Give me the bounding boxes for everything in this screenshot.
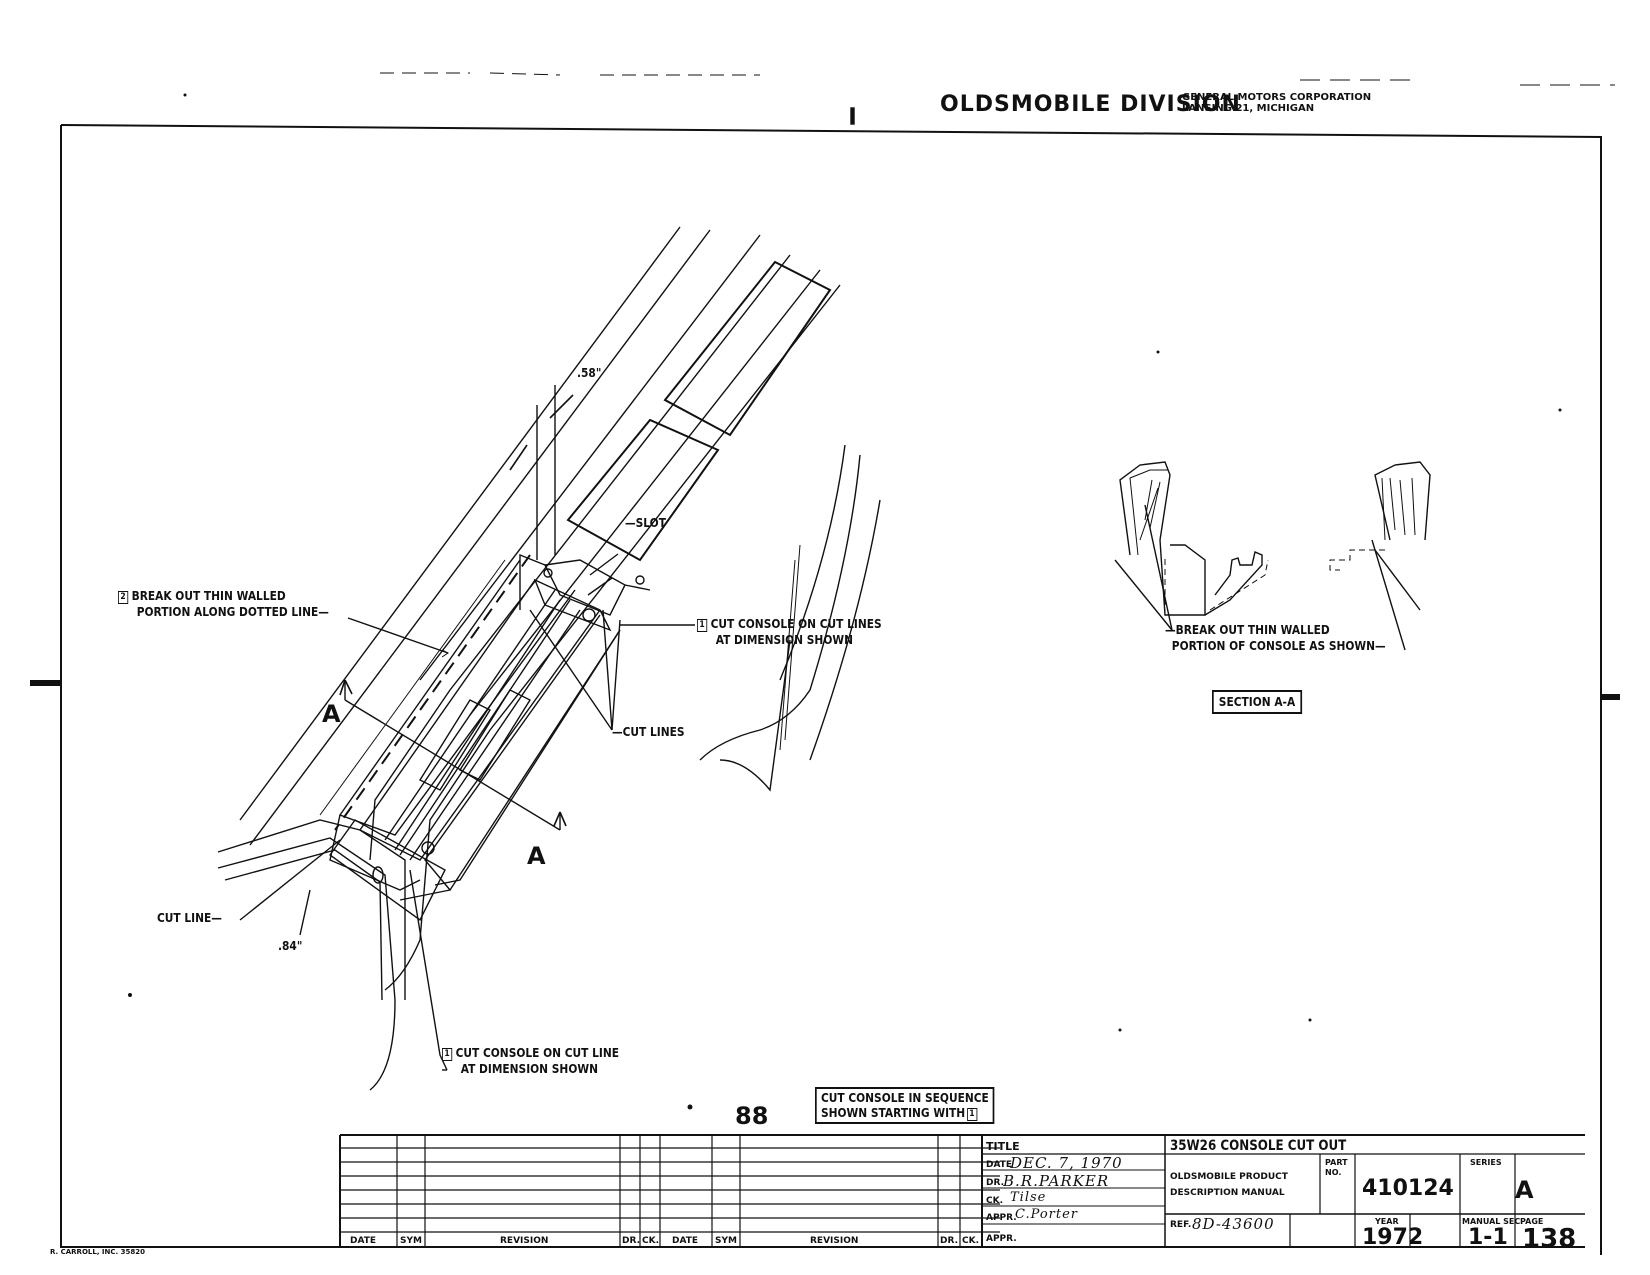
rev-header-ck-left: CK.	[642, 1236, 659, 1246]
rev-header-dr-left: DR.	[622, 1236, 640, 1246]
approved-by: C.Porter	[1015, 1207, 1079, 1222]
manual-sec-label: MANUAL SEC.	[1462, 1217, 1524, 1226]
part-label-2: NO.	[1325, 1168, 1342, 1177]
dimension-58: .58"	[577, 365, 602, 380]
page-number: 138	[1522, 1224, 1577, 1254]
cut-lines-label: —CUT LINES	[612, 724, 685, 739]
cut-lines-text: CUT LINES	[622, 724, 685, 739]
part-label-1: PART	[1325, 1158, 1348, 1167]
manual-line-1: OLDSMOBILE PRODUCT	[1170, 1172, 1288, 1182]
rev-header-dr-right: DR.	[940, 1236, 958, 1246]
part-number: 410124	[1362, 1176, 1454, 1201]
manual-sec-value: 1-1	[1468, 1225, 1508, 1250]
sequence-note: CUT CONSOLE IN SEQUENCE SHOWN STARTING W…	[815, 1087, 995, 1124]
step-number-1: 1	[697, 619, 708, 632]
sequence-line-2: SHOWN STARTING WITH	[820, 1105, 966, 1120]
page-label: PAGE	[1520, 1217, 1544, 1226]
drawing-date: DEC. 7, 1970	[1010, 1154, 1123, 1172]
cut-line-label: CUT LINE—	[157, 910, 222, 925]
rev-header-date-right: DATE	[672, 1236, 699, 1246]
cut-line-dim-line-2: AT DIMENSION SHOWN	[460, 1061, 598, 1076]
section-break-callout: —BREAK OUT THIN WALLED PORTION OF CONSOL…	[1165, 622, 1386, 653]
cut-line-dim-line-1: CUT CONSOLE ON CUT LINE	[455, 1045, 619, 1060]
drawn-by: B.R.PARKER	[1003, 1172, 1110, 1190]
checked-by: Tilse	[1010, 1190, 1047, 1205]
slot-text: SLOT	[635, 515, 666, 530]
section-marker-a-top: A	[322, 700, 341, 728]
step-number-2: 2	[118, 591, 129, 604]
approved-by-2-label: APPR.	[986, 1234, 1017, 1244]
slot-label: —SLOT	[625, 515, 666, 530]
step-number-1c: 1	[966, 1108, 978, 1121]
date-label: DATE	[986, 1160, 1013, 1170]
section-break-line-2: PORTION OF CONSOLE AS SHOWN	[1171, 638, 1376, 653]
approved-by-label: APPR.	[986, 1213, 1017, 1223]
break-out-line-1: BREAK OUT THIN WALLED	[131, 588, 286, 603]
cut-lines-dim-line-1: CUT CONSOLE ON CUT LINES	[710, 616, 882, 631]
ref-label: REF.	[1170, 1220, 1192, 1230]
rev-header-sym-left: SYM	[400, 1236, 422, 1246]
corp-address: GENERAL MOTORS CORPORATION LANSING 21, M…	[1182, 92, 1371, 114]
year-label: YEAR	[1375, 1217, 1399, 1226]
break-out-line-2: PORTION ALONG DOTTED LINE	[136, 604, 319, 619]
checked-by-label: CK.	[986, 1196, 1003, 1206]
rev-header-sym-right: SYM	[715, 1236, 737, 1246]
corp-city: LANSING 21, MICHIGAN	[1182, 103, 1315, 114]
series-label: SERIES	[1470, 1158, 1502, 1167]
ref-number: 8D-43600	[1192, 1215, 1275, 1233]
cut-lines-dim-line-2: AT DIMENSION SHOWN	[715, 632, 853, 647]
corp-name: GENERAL MOTORS CORPORATION	[1182, 92, 1372, 103]
drawing-title: 35W26 CONSOLE CUT OUT	[1170, 1138, 1347, 1154]
year-value: 1972	[1362, 1225, 1424, 1250]
dimension-84: .84"	[278, 938, 303, 953]
manual-line-2: DESCRIPTION MANUAL	[1170, 1188, 1285, 1198]
series-value: A	[1515, 1176, 1534, 1204]
drawn-by-label: DR.	[986, 1178, 1004, 1188]
sequence-line-1: CUT CONSOLE IN SEQUENCE	[820, 1090, 989, 1105]
step-number-1b: 1	[442, 1048, 453, 1061]
page-marker: 88	[735, 1102, 769, 1130]
division-name: OLDSMOBILE DIVISION	[940, 92, 1241, 117]
section-title: SECTION A-A	[1212, 690, 1302, 714]
section-break-line-1: BREAK OUT THIN WALLED	[1175, 622, 1330, 637]
rev-header-ck-right: CK.	[962, 1236, 979, 1246]
title-label: TITLE	[986, 1140, 1020, 1153]
section-marker-a-bottom: A	[527, 842, 546, 870]
cut-line-text: CUT LINE	[157, 910, 212, 925]
rev-header-date-left: DATE	[350, 1236, 377, 1246]
rev-header-revision-left: REVISION	[500, 1236, 549, 1246]
printer-mark: R. CARROLL, INC. 35820	[50, 1248, 145, 1256]
rev-header-revision-right: REVISION	[810, 1236, 859, 1246]
